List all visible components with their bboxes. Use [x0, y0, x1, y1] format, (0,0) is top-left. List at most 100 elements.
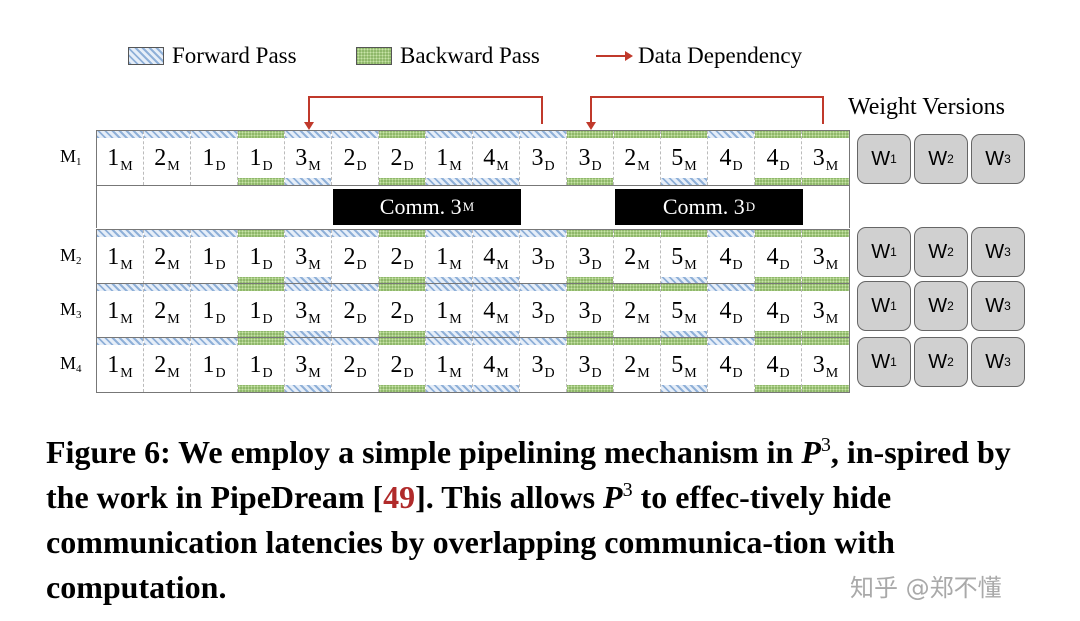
- task-label: 2D: [332, 352, 378, 382]
- task-cell: 1D: [191, 284, 238, 338]
- task-subscript: D: [591, 366, 602, 381]
- task-cell: 2M: [614, 131, 661, 185]
- task-cell: 4D: [755, 338, 802, 392]
- task-cell: 3D: [567, 230, 614, 284]
- pass-bar-bottom: [285, 178, 331, 185]
- pass-bar-bottom: [755, 178, 801, 185]
- task-number: 4: [766, 244, 779, 270]
- machine-index: 3: [76, 309, 82, 321]
- task-number: 3: [812, 145, 825, 171]
- pass-bar-top: [473, 338, 519, 345]
- task-label: 2D: [332, 244, 378, 274]
- task-label: 4D: [755, 352, 801, 382]
- task-number: 5: [671, 244, 684, 270]
- task-label: 2M: [614, 352, 660, 382]
- task-subscript: M: [496, 159, 509, 174]
- pass-bar-bottom: [285, 277, 331, 284]
- pass-bar-top: [285, 338, 331, 345]
- pass-bar-top: [426, 284, 472, 291]
- task-subscript: M: [684, 159, 697, 174]
- task-cell: 1D: [191, 230, 238, 284]
- pass-bar-top: [144, 338, 190, 345]
- task-subscript: M: [308, 366, 321, 381]
- legend-forward: Forward Pass: [128, 40, 297, 72]
- pass-bar-top: [708, 284, 754, 291]
- task-cell: 4D: [708, 230, 755, 284]
- task-subscript: D: [403, 366, 414, 381]
- task-label: 1M: [97, 352, 143, 382]
- task-number: 1: [249, 145, 262, 171]
- pass-bar-top: [567, 284, 613, 291]
- task-number: 2: [343, 145, 356, 171]
- task-cell: 1D: [238, 131, 285, 185]
- task-label: 4M: [473, 352, 519, 382]
- machine-label-2: M2: [60, 245, 82, 267]
- task-subscript: M: [449, 312, 462, 327]
- pass-bar-bottom: [802, 178, 849, 185]
- task-number: 2: [624, 145, 637, 171]
- citation-link[interactable]: 49: [383, 479, 416, 515]
- figure-caption: Figure 6: We employ a simple pipelining …: [46, 430, 1046, 610]
- task-cell: 5M: [661, 131, 708, 185]
- pass-bar-bottom: [379, 385, 425, 392]
- arrow-right-icon: [596, 51, 633, 61]
- pass-bar-bottom: [802, 331, 849, 338]
- task-label: 2M: [144, 352, 190, 382]
- task-number: 2: [390, 145, 403, 171]
- task-subscript: M: [308, 258, 321, 273]
- task-cell: 4D: [708, 284, 755, 338]
- task-cell: 4D: [708, 131, 755, 185]
- task-label: 1D: [191, 298, 237, 328]
- task-subscript: M: [637, 159, 650, 174]
- pass-bar-bottom: [379, 331, 425, 338]
- task-subscript: D: [262, 258, 273, 273]
- pass-bar-top: [661, 284, 707, 291]
- weight-subscript: 1: [890, 245, 897, 259]
- weight-subscript: 2: [947, 355, 954, 369]
- task-subscript: M: [496, 312, 509, 327]
- task-cell: 1D: [191, 131, 238, 185]
- pass-bar-top: [614, 131, 660, 138]
- task-number: 5: [671, 145, 684, 171]
- task-label: 2D: [379, 298, 425, 328]
- pass-bar-top: [567, 338, 613, 345]
- task-cell: 3M: [802, 131, 849, 185]
- pass-bar-top: [97, 131, 143, 138]
- task-subscript: M: [308, 159, 321, 174]
- task-number: 2: [390, 352, 403, 378]
- task-subscript: M: [167, 159, 180, 174]
- task-number: 3: [578, 244, 591, 270]
- task-subscript: D: [356, 312, 367, 327]
- task-cell: 3D: [520, 338, 567, 392]
- pass-bar-top: [473, 230, 519, 237]
- caption-exponent-2: 3: [622, 479, 633, 501]
- weight-subscript: 3: [1004, 152, 1011, 166]
- task-subscript: M: [825, 366, 839, 381]
- task-number: 4: [719, 244, 732, 270]
- pass-bar-top: [802, 284, 849, 291]
- pass-bar-top: [379, 131, 425, 138]
- task-subscript: D: [544, 159, 555, 174]
- machine-label-4: M4: [60, 353, 82, 375]
- task-subscript: D: [215, 312, 226, 327]
- task-number: 2: [624, 298, 637, 324]
- task-number: 2: [343, 298, 356, 324]
- task-label: 4D: [755, 145, 801, 175]
- pass-bar-bottom: [379, 277, 425, 284]
- pass-bar-top: [755, 131, 801, 138]
- pass-bar-top: [473, 131, 519, 138]
- machine-index: 1: [76, 156, 82, 168]
- task-number: 2: [390, 244, 403, 270]
- pass-bar-bottom: [567, 385, 613, 392]
- task-label: 3D: [520, 145, 566, 175]
- task-subscript: D: [403, 258, 414, 273]
- backward-swatch-icon: [356, 47, 392, 65]
- pass-bar-top: [802, 338, 849, 345]
